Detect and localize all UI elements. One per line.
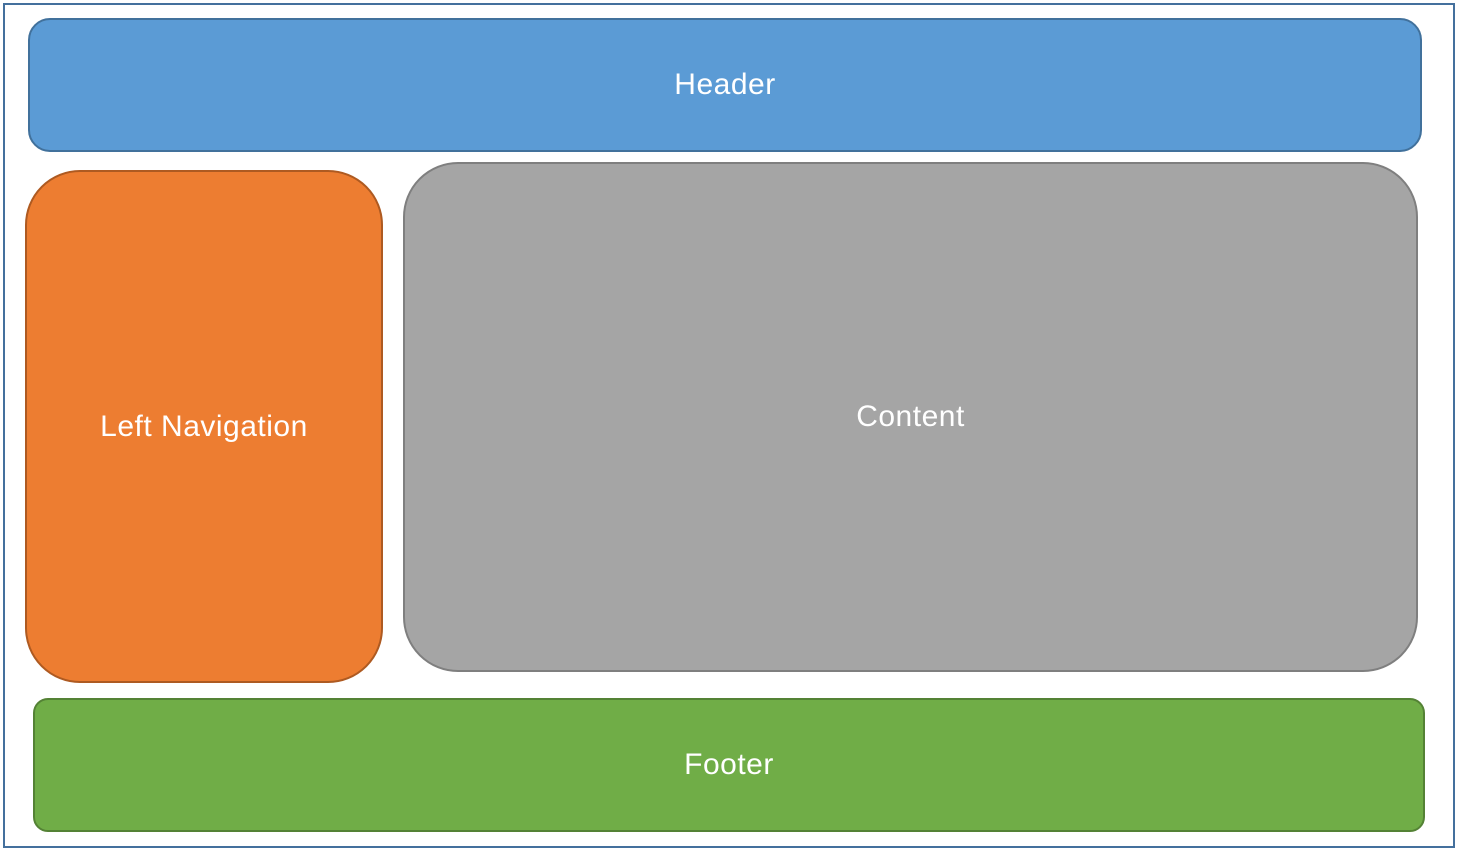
header-box-label: Header — [674, 68, 776, 101]
content-box: Content — [403, 162, 1418, 672]
content-box-label: Content — [856, 400, 965, 433]
left-navigation-box: Left Navigation — [25, 170, 383, 683]
footer-box-label: Footer — [684, 748, 774, 781]
left-navigation-box-label: Left Navigation — [100, 409, 308, 443]
header-box: Header — [28, 18, 1422, 152]
footer-box: Footer — [33, 698, 1425, 832]
